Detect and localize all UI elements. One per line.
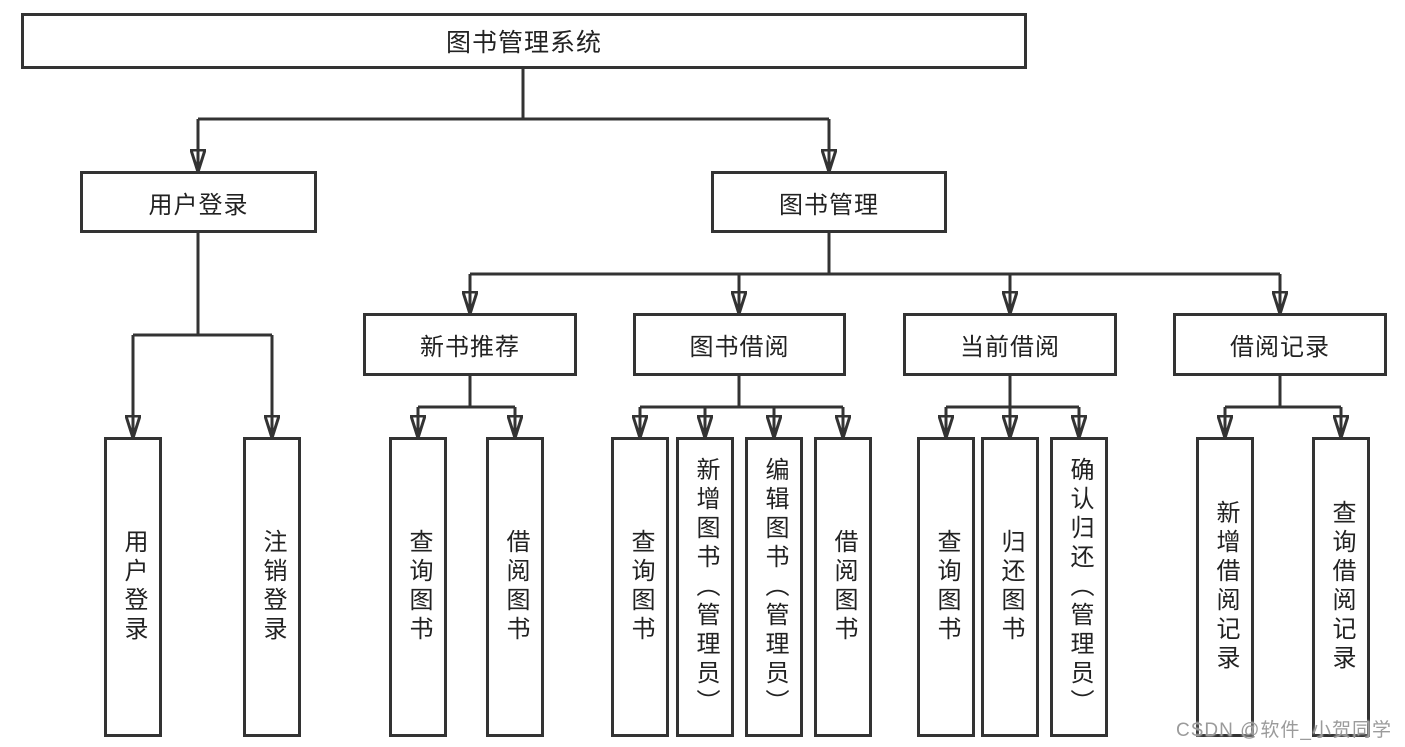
node-label: 图书管理	[779, 191, 879, 219]
node-label: 图书借阅	[689, 334, 790, 361]
node-user-login: 用户登录	[80, 171, 317, 233]
node-label: 当前借阅	[960, 334, 1060, 361]
node-label: 归还图书	[997, 529, 1024, 645]
node-label: 新书推荐	[420, 334, 520, 361]
node-label: 注销登录	[259, 529, 286, 645]
node-label: 查询借阅记录	[1328, 500, 1355, 674]
leaf-query-borrow-record: 查询借阅记录	[1312, 437, 1370, 737]
node-label: 借阅图书	[830, 529, 857, 645]
node-current-borrowing: 当前借阅	[903, 313, 1117, 376]
leaf-confirm-return-admin: 确认归还（管理员）	[1050, 437, 1108, 737]
node-label: 用户登录	[148, 191, 249, 219]
leaf-query-books-borrowing: 查询图书	[611, 437, 669, 737]
leaf-add-books-admin: 新增图书（管理员）	[676, 437, 734, 737]
node-label: 编辑图书（管理员）	[761, 456, 788, 718]
leaf-borrow-books-recommend: 借阅图书	[486, 437, 544, 737]
leaf-return-books: 归还图书	[981, 437, 1039, 737]
leaf-edit-books-admin: 编辑图书（管理员）	[745, 437, 803, 737]
node-borrowing-records: 借阅记录	[1173, 313, 1387, 376]
leaf-logout-login: 注销登录	[243, 437, 301, 737]
leaf-query-books-current: 查询图书	[917, 437, 975, 737]
node-label: 借阅记录	[1230, 334, 1330, 361]
node-label: 查询图书	[405, 529, 432, 645]
node-system-root: 图书管理系统	[21, 13, 1027, 69]
node-label: 确认归还（管理员）	[1066, 456, 1093, 718]
node-new-book-recommendation: 新书推荐	[363, 313, 577, 376]
leaf-borrow-books-borrowing: 借阅图书	[814, 437, 872, 737]
leaf-add-borrow-record: 新增借阅记录	[1196, 437, 1254, 737]
node-label: 查询图书	[627, 529, 654, 645]
node-label: 新增借阅记录	[1212, 500, 1239, 674]
node-label: 借阅图书	[502, 529, 529, 645]
node-book-borrowing: 图书借阅	[633, 313, 846, 376]
leaf-query-books-recommend: 查询图书	[389, 437, 447, 737]
node-book-management: 图书管理	[711, 171, 947, 233]
node-label: 新增图书（管理员）	[692, 456, 719, 718]
leaf-user-login: 用户登录	[104, 437, 162, 737]
node-label: 用户登录	[120, 529, 147, 645]
node-label: 图书管理系统	[445, 29, 602, 57]
node-label: 查询图书	[933, 529, 960, 645]
